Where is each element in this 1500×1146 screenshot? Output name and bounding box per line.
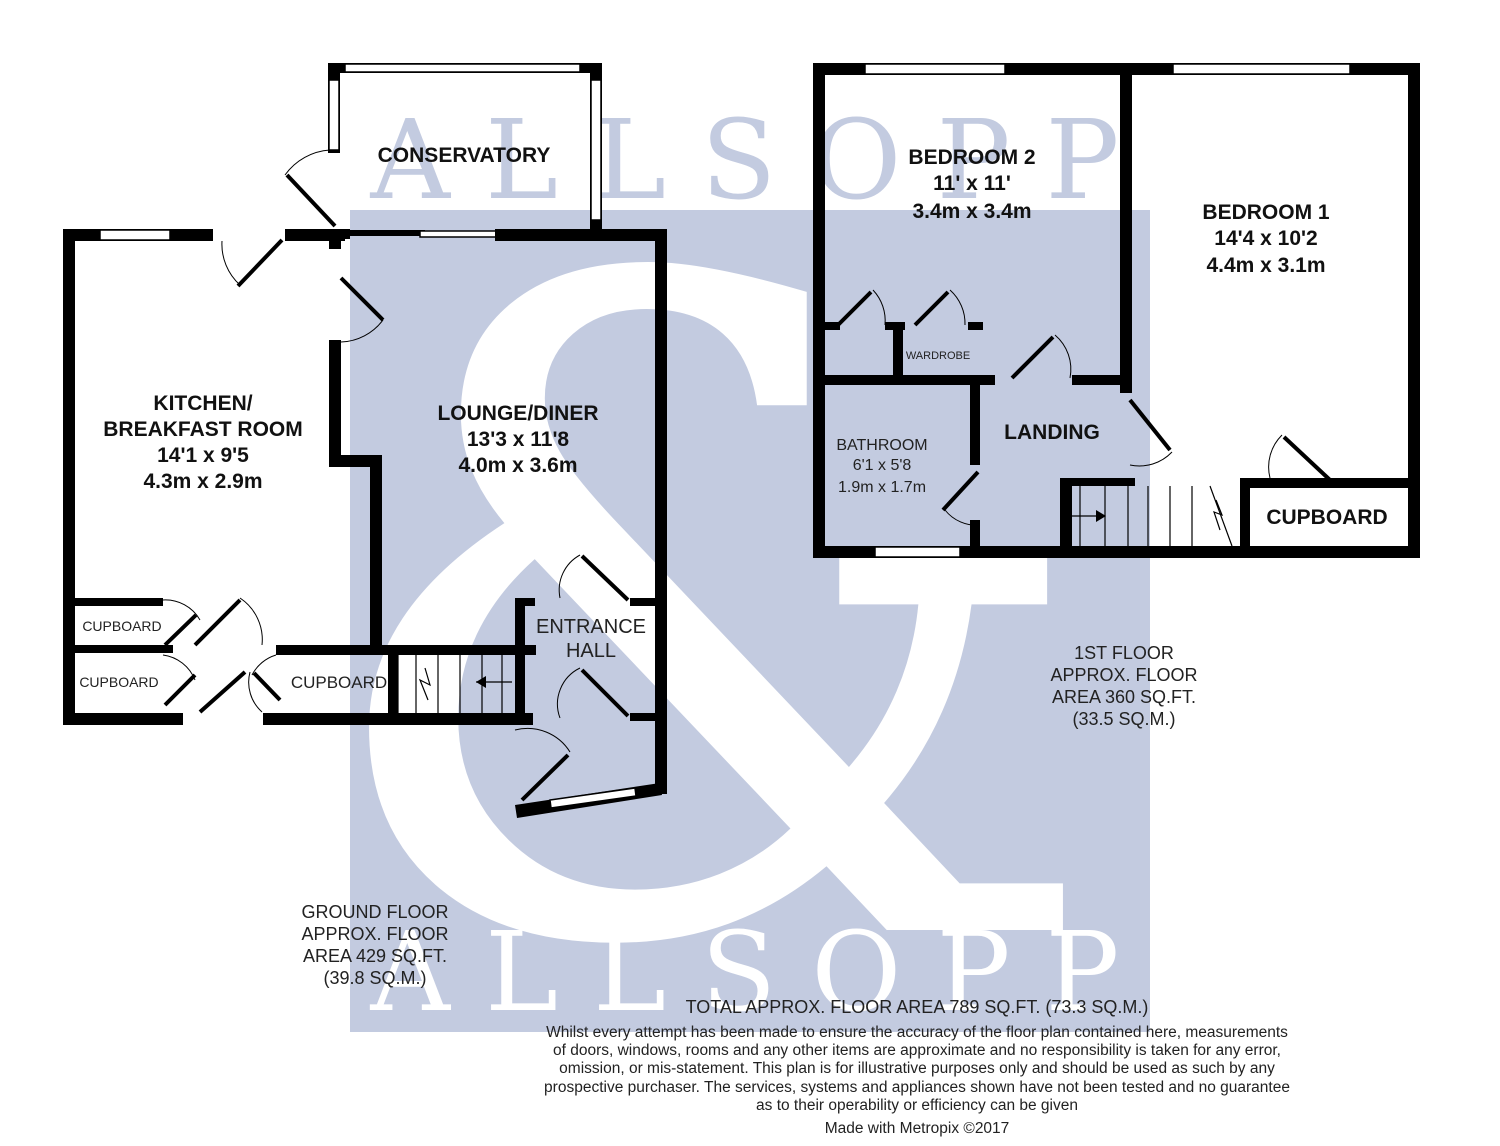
wardrobe-label: WARDROBE xyxy=(906,350,970,362)
bedroom2-dim-metric: 3.4m x 3.4m xyxy=(912,200,1031,223)
disclaimer-line-5: as to their operability or efficiency ca… xyxy=(756,1097,1078,1114)
bathroom-label: BATHROOM xyxy=(836,437,927,454)
first-floor-area-2: APPROX. FLOOR xyxy=(1050,665,1197,685)
ground-floor: CONSERVATORY KITCHEN/ BREAKFAST ROOM 14'… xyxy=(63,63,667,988)
first-floor: BEDROOM 2 11' x 11' 3.4m x 3.4m BEDROOM … xyxy=(813,63,1420,729)
ground-floor-area-4: (39.8 SQ.M.) xyxy=(323,968,426,988)
lounge-dim-imperial: 13'3 x 11'8 xyxy=(467,428,570,451)
ground-floor-area-2: APPROX. FLOOR xyxy=(301,924,448,944)
disclaimer-line-2: of doors, windows, rooms and any other i… xyxy=(553,1042,1281,1059)
watermark-monogram: & xyxy=(304,96,1105,1143)
total-floor-area: TOTAL APPROX. FLOOR AREA 789 SQ.FT. (73.… xyxy=(686,997,1149,1017)
disclaimer-line-3: omission, or mis-statement. This plan is… xyxy=(559,1060,1275,1077)
bedroom2-dim-imperial: 11' x 11' xyxy=(933,172,1011,195)
bedroom2-label: BEDROOM 2 xyxy=(908,146,1035,169)
bathroom-dim-imperial: 6'1 x 5'8 xyxy=(853,457,912,474)
entrance-label-2: HALL xyxy=(566,640,616,662)
first-floor-walls xyxy=(813,63,1420,558)
landing-label: LANDING xyxy=(1004,421,1100,444)
conservatory-window-top xyxy=(344,63,581,73)
first-floor-cupboard-label: CUPBOARD xyxy=(1266,506,1387,529)
metropix-credit: Made with Metropix ©2017 xyxy=(825,1120,1010,1137)
watermark-panel xyxy=(350,210,1150,1032)
bedroom1-dim-metric: 4.4m x 3.1m xyxy=(1206,254,1325,277)
ground-floor-stairs xyxy=(397,650,512,713)
first-floor-labels: BEDROOM 2 11' x 11' 3.4m x 3.4m BEDROOM … xyxy=(836,146,1387,729)
first-floor-area-3: AREA 360 SQ.FT. xyxy=(1052,687,1196,707)
lounge-dim-metric: 4.0m x 3.6m xyxy=(458,454,577,477)
cupboard-label-kitchen-lower: CUPBOARD xyxy=(79,674,158,690)
bedroom1-label: BEDROOM 1 xyxy=(1202,201,1330,224)
entrance-label-1: ENTRANCE xyxy=(536,616,646,638)
first-floor-area-4: (33.5 SQ.M.) xyxy=(1072,709,1175,729)
watermark-brand-bottom: A L L S O P P xyxy=(370,908,1120,1036)
ground-floor-labels: CONSERVATORY KITCHEN/ BREAKFAST ROOM 14'… xyxy=(79,144,646,988)
lounge-label: LOUNGE/DINER xyxy=(437,402,598,425)
disclaimer-line-1: Whilst every attempt has been made to en… xyxy=(546,1024,1288,1041)
ground-floor-area-3: AREA 429 SQ.FT. xyxy=(303,946,447,966)
conservatory-window-left xyxy=(328,79,340,151)
cupboard-label-kitchen-upper: CUPBOARD xyxy=(82,618,161,634)
conservatory-label: CONSERVATORY xyxy=(378,144,551,167)
conservatory-walls xyxy=(284,63,602,238)
kitchen-dim-metric: 4.3m x 2.9m xyxy=(143,470,262,493)
ground-floor-area-1: GROUND FLOOR xyxy=(301,902,448,922)
kitchen-label-1: KITCHEN/ xyxy=(153,392,252,415)
bedroom1-dim-imperial: 14'4 x 10'2 xyxy=(1214,227,1317,250)
watermark-brand-top: A L L S O P P xyxy=(370,96,1120,224)
first-floor-area-1: 1ST FLOOR xyxy=(1074,643,1174,663)
footer: TOTAL APPROX. FLOOR AREA 789 SQ.FT. (73.… xyxy=(544,997,1290,1137)
disclaimer-line-4: prospective purchaser. The services, sys… xyxy=(544,1079,1290,1096)
kitchen-walls xyxy=(63,229,536,725)
lounge-walls xyxy=(340,229,667,818)
watermark: & A L L S O P P A L L S O P P xyxy=(304,96,1150,1143)
cupboard-label-hall: CUPBOARD xyxy=(291,673,387,692)
first-floor-stairs xyxy=(1072,485,1233,547)
bathroom-dim-metric: 1.9m x 1.7m xyxy=(838,479,926,496)
kitchen-label-2: BREAKFAST ROOM xyxy=(103,418,303,441)
conservatory-window-right xyxy=(590,79,602,221)
kitchen-dim-imperial: 14'1 x 9'5 xyxy=(157,444,249,467)
